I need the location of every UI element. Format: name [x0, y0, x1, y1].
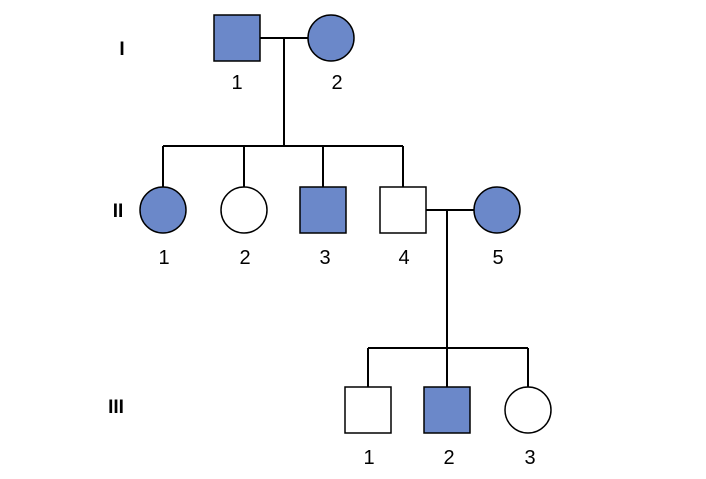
number-label-III-2: 2 [443, 447, 454, 469]
number-label-III-3: 3 [524, 447, 535, 469]
affected-female-circle-II-1 [139, 186, 187, 234]
pedigree-individuals [139, 14, 552, 434]
generation-label-2: II [113, 201, 124, 222]
unaffected-female-circle-III-3 [504, 386, 552, 434]
affected-female-circle-II-5 [473, 186, 521, 234]
unaffected-male-square-III-1 [344, 386, 392, 434]
unaffected-female-circle-II-2 [220, 186, 268, 234]
number-label-I-2: 2 [331, 72, 342, 94]
generation-label-1: I [119, 39, 124, 60]
affected-female-circle-I-2 [307, 14, 355, 62]
affected-male-square-III-2 [423, 386, 471, 434]
number-label-I-1: 1 [231, 72, 242, 94]
pedigree-lines [162, 37, 529, 387]
number-label-II-4: 4 [398, 247, 409, 269]
number-label-II-5: 5 [492, 247, 503, 269]
number-label-II-3: 3 [319, 247, 330, 269]
number-label-II-2: 2 [239, 247, 250, 269]
affected-male-square-I-1 [213, 14, 261, 62]
number-label-III-1: 1 [363, 447, 374, 469]
generation-label-3: III [108, 397, 124, 418]
unaffected-male-square-II-4 [379, 186, 427, 234]
number-label-II-1: 1 [158, 247, 169, 269]
affected-male-square-II-3 [299, 186, 347, 234]
